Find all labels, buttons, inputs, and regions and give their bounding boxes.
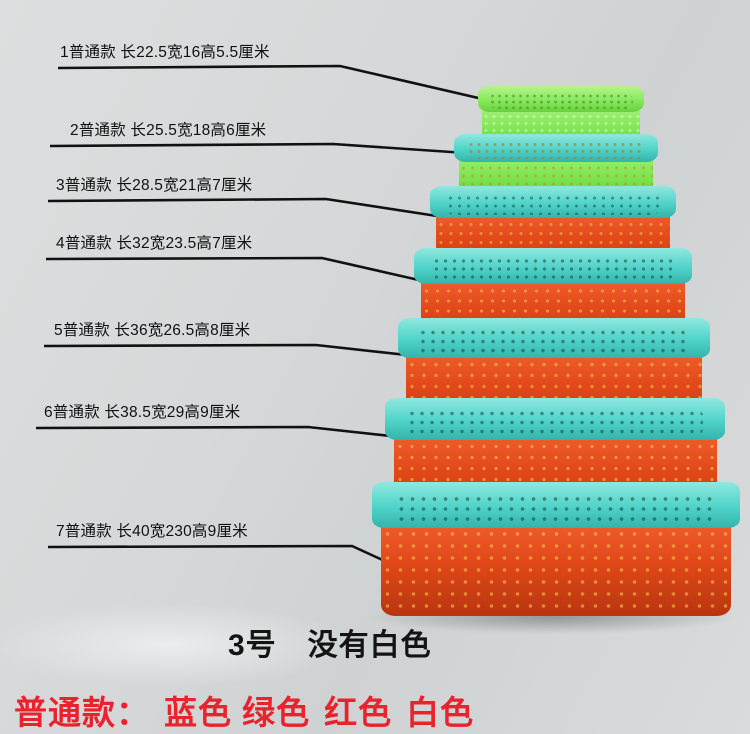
leader-line-3 — [47, 197, 451, 220]
basket-rim-7 — [372, 482, 740, 528]
basket-2 — [454, 134, 658, 210]
basket-wall-7 — [381, 516, 731, 616]
spec-label-5: 5普通款 长36宽26.5高8厘米 — [54, 322, 251, 339]
basket-interior-6 — [407, 408, 703, 436]
leader-line-1 — [57, 64, 488, 102]
size-note-caption: 3号 没有白色 — [228, 629, 432, 662]
basket-rim-3 — [430, 186, 676, 218]
leader-line-2 — [49, 142, 467, 155]
basket-interior-5 — [418, 328, 690, 354]
basket-mesh-7 — [381, 516, 731, 616]
spec-label-1: 1普通款 长22.5宽16高5.5厘米 — [60, 44, 270, 61]
color-caption-prefix: 普通款： — [14, 694, 150, 731]
basket-rim-4 — [414, 248, 692, 284]
color-option-green: 绿色 — [242, 694, 311, 731]
basket-interior-1 — [488, 92, 634, 110]
basket-interior-2 — [467, 141, 645, 160]
basket-interior-7 — [395, 493, 717, 524]
leader-line-5 — [43, 343, 417, 358]
basket-interior-3 — [445, 194, 661, 215]
color-option-red: 红色 — [324, 694, 393, 731]
color-option-blue: 蓝色 — [164, 694, 232, 731]
leader-line-4 — [45, 256, 433, 285]
spec-label-6: 6普通款 长38.5宽29高9厘米 — [44, 404, 241, 421]
spec-label-3: 3普通款 长28.5宽21高7厘米 — [56, 177, 253, 194]
spec-label-4: 4普通款 长32宽23.5高7厘米 — [56, 235, 253, 252]
basket-rim-1 — [478, 86, 644, 112]
basket-rim-6 — [385, 398, 725, 440]
basket-rim-2 — [454, 134, 658, 162]
leader-line-6 — [35, 425, 401, 439]
basket-rim-5 — [398, 318, 710, 358]
basket-interior-4 — [432, 257, 674, 281]
color-option-white: 白色 — [406, 694, 475, 731]
color-options-caption: 普通款： 蓝色 绿色红色白色 — [14, 686, 474, 734]
spec-label-2: 2普通款 长25.5宽18高6厘米 — [70, 122, 267, 139]
basket-7 — [372, 482, 740, 616]
leader-line-7 — [47, 544, 401, 570]
spec-label-7: 7普通款 长40宽230高9厘米 — [56, 523, 248, 540]
